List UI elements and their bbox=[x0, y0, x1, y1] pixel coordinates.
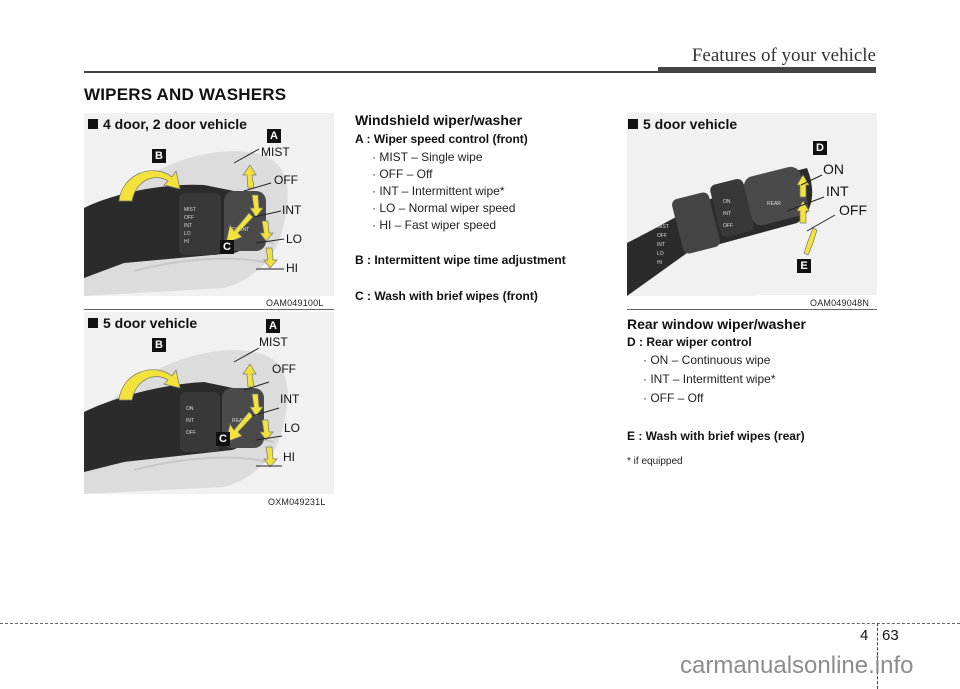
wiper-stalk-illustration: ON INT OFF REAR bbox=[84, 347, 288, 494]
figure-code: OAM049048N bbox=[810, 298, 870, 308]
position-label-hi: HI bbox=[283, 450, 295, 464]
figure-5door-front: 5 door vehicle ON INT OFF REAR A B C MIS… bbox=[84, 312, 334, 494]
down-arrow-icon bbox=[249, 194, 264, 218]
page-number: 63 bbox=[882, 627, 899, 644]
header-rule-thick bbox=[658, 67, 876, 73]
square-bullet-icon bbox=[88, 318, 98, 328]
windshield-heading: Windshield wiper/washer bbox=[355, 112, 523, 128]
callout-badge-a: A bbox=[266, 319, 280, 333]
callout-badge-b: B bbox=[152, 338, 166, 352]
svg-text:LO: LO bbox=[184, 231, 191, 237]
up-arrow-icon bbox=[242, 164, 257, 189]
svg-text:REAR: REAR bbox=[232, 418, 246, 424]
item-a-label: A : Wiper speed control (front) bbox=[355, 132, 528, 146]
svg-text:HI: HI bbox=[184, 239, 189, 245]
square-bullet-icon bbox=[88, 119, 98, 129]
up-arrow-icon bbox=[796, 174, 810, 198]
figure-rule bbox=[84, 309, 334, 310]
figure-code-bg bbox=[757, 295, 877, 296]
chapter-title: Features of your vehicle bbox=[691, 45, 876, 66]
position-label-hi: HI bbox=[286, 261, 298, 275]
bullet-int: · INT – Intermittent wipe* bbox=[372, 184, 505, 198]
down-arrow-icon bbox=[259, 220, 274, 242]
bullet-on: · ON – Continuous wipe bbox=[643, 353, 771, 367]
pull-arrow-icon bbox=[225, 411, 254, 443]
footer-rule bbox=[0, 623, 960, 624]
bullet-int: · INT – Intermittent wipe* bbox=[643, 372, 776, 386]
down-arrow-icon bbox=[263, 446, 278, 468]
svg-text:OFF: OFF bbox=[186, 430, 196, 436]
callout-badge-a: A bbox=[267, 129, 281, 143]
item-e-label: E : Wash with brief wipes (rear) bbox=[627, 429, 805, 443]
watermark: carmanualsonline.info bbox=[680, 652, 914, 679]
bullet-hi: · HI – Fast wiper speed bbox=[372, 218, 497, 232]
svg-text:HI: HI bbox=[657, 260, 662, 266]
figure-code: OAM049100L bbox=[266, 298, 324, 308]
svg-text:MIST: MIST bbox=[657, 224, 669, 230]
footnote: * if equipped bbox=[627, 456, 683, 467]
header-rule bbox=[84, 71, 660, 73]
callout-badge-e: E bbox=[797, 259, 811, 273]
svg-text:INT: INT bbox=[186, 418, 194, 424]
figure-caption: 5 door vehicle bbox=[88, 315, 197, 331]
svg-text:OFF: OFF bbox=[657, 233, 667, 239]
figure-caption: 4 door, 2 door vehicle bbox=[88, 116, 247, 132]
callout-badge-c: C bbox=[216, 432, 230, 446]
rear-heading: Rear window wiper/washer bbox=[627, 316, 806, 332]
figure-caption: 5 door vehicle bbox=[628, 116, 737, 132]
wiper-stalk-illustration: ON INT OFF REAR MIST OFF INT LO HI bbox=[627, 166, 836, 296]
bullet-off: · OFF – Off bbox=[643, 391, 704, 405]
position-label-lo: LO bbox=[286, 232, 303, 246]
section-title: WIPERS AND WASHERS bbox=[84, 85, 287, 104]
position-label-off: OFF bbox=[272, 362, 296, 376]
figure-rule bbox=[627, 309, 877, 310]
svg-text:REAR: REAR bbox=[767, 201, 781, 207]
position-label-off: OFF bbox=[839, 202, 867, 218]
rotate-arrow-icon bbox=[118, 170, 181, 202]
push-arrow-icon bbox=[803, 227, 818, 256]
svg-text:OFF: OFF bbox=[184, 215, 194, 221]
rotate-arrow-icon bbox=[118, 369, 181, 401]
bullet-mist: · MIST – Single wipe bbox=[372, 150, 483, 164]
down-arrow-icon bbox=[259, 419, 274, 441]
item-c-label: C : Wash with brief wipes (front) bbox=[355, 289, 538, 303]
wiper-stalk-illustration: MIST OFF INT LO HI FRONT bbox=[84, 148, 288, 296]
svg-text:MIST: MIST bbox=[184, 207, 196, 213]
position-label-on: ON bbox=[823, 161, 844, 177]
svg-text:LO: LO bbox=[657, 251, 664, 257]
callout-badge-d: D bbox=[813, 141, 827, 155]
svg-text:INT: INT bbox=[723, 211, 731, 217]
bullet-lo: · LO – Normal wiper speed bbox=[372, 201, 516, 215]
svg-text:INT: INT bbox=[184, 223, 192, 229]
svg-text:ON: ON bbox=[186, 406, 194, 412]
position-label-mist: MIST bbox=[259, 335, 288, 349]
svg-text:OFF: OFF bbox=[723, 223, 733, 229]
position-label-lo: LO bbox=[284, 421, 301, 435]
stalk-knob bbox=[743, 166, 809, 226]
up-arrow-icon bbox=[242, 363, 257, 388]
callout-badge-c: C bbox=[220, 240, 234, 254]
svg-text:INT: INT bbox=[657, 242, 665, 248]
position-label-mist: MIST bbox=[261, 145, 290, 159]
svg-text:ON: ON bbox=[723, 199, 731, 205]
position-label-int: INT bbox=[280, 392, 300, 406]
position-label-off: OFF bbox=[274, 173, 298, 187]
down-arrow-icon bbox=[263, 247, 278, 269]
section-number: 4 bbox=[860, 627, 869, 644]
pull-arrow-icon bbox=[225, 212, 254, 244]
figure-code: OXM049231L bbox=[268, 497, 326, 507]
figure-4door-2door: 4 door, 2 door vehicle MIST OFF INT LO H… bbox=[84, 113, 334, 296]
position-label-int: INT bbox=[282, 203, 302, 217]
down-arrow-icon bbox=[249, 393, 264, 417]
item-d-label: D : Rear wiper control bbox=[627, 335, 752, 349]
figure-5door-rear: 5 door vehicle ON INT OFF REAR MIST OFF … bbox=[627, 113, 877, 296]
position-label-int: INT bbox=[826, 183, 849, 199]
bullet-off: · OFF – Off bbox=[372, 167, 433, 181]
footer-divider bbox=[877, 623, 878, 689]
item-b-label: B : Intermittent wipe time adjustment bbox=[355, 253, 566, 267]
callout-badge-b: B bbox=[152, 149, 166, 163]
square-bullet-icon bbox=[628, 119, 638, 129]
